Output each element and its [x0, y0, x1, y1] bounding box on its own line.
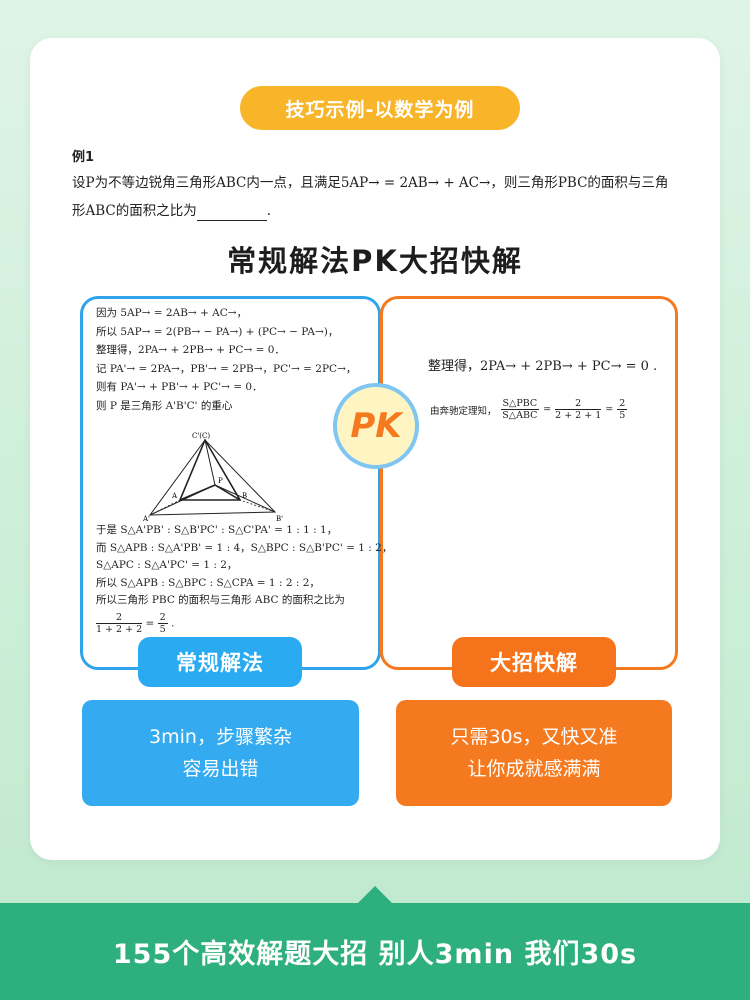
label-c: C'(C) [192, 432, 210, 440]
label-a: A [171, 492, 178, 500]
regular-step: 整理得，2PA→ + 2PB→ + PC→ = 0． [96, 344, 285, 356]
answer-blank [196, 206, 267, 221]
regular-solution-tag: 常规解法 [138, 637, 302, 687]
segment [149, 499, 181, 516]
example-line-2: 形ABC的面积之比为. [72, 201, 712, 221]
equals: = [145, 617, 155, 629]
example-problem: 例1 设P为不等边锐角三角形ABC内一点，且满足5AP→ = 2AB→ + AC… [72, 146, 712, 221]
regular-step: 记 PA'→ = 2PA→，PB'→ = 2PB→，PC'→ = 2PC→， [96, 362, 357, 375]
topic-pill: 技巧示例-以数学为例 [240, 86, 520, 130]
segment [214, 484, 241, 501]
regular-step: 所以三角形 PBC 的面积与三角形 ABC 的面积之比为 [96, 594, 345, 606]
label-p: P [218, 477, 223, 485]
regular-step: 则 P 是三角形 A'B'C' 的重心 [96, 399, 233, 412]
summary-line: 让你成就感满满 [467, 758, 601, 780]
summary-line: 3min，步骤繁杂 [149, 726, 292, 748]
fast-solution-line: 整理得，2PA→ + 2PB→ + PC→ = 0 . [428, 359, 658, 374]
label-b-prime: B' [276, 515, 283, 522]
equals: = [543, 404, 552, 415]
segment [204, 439, 216, 486]
outer-triangle [148, 439, 277, 516]
period: . [171, 617, 175, 629]
regular-step: 于是 S△A'PB' : S△B'PC' : S△C'PA' = 1 : 1 :… [96, 524, 338, 536]
regular-solution-summary: 3min，步骤繁杂 容易出错 [82, 700, 359, 806]
regular-step: 所以 S△APB : S△BPC : S△CPA = 1 : 2 : 2， [96, 576, 320, 589]
label-a-prime: A' [142, 515, 150, 522]
summary-line: 容易出错 [182, 758, 259, 780]
segment [179, 484, 216, 501]
regular-solution-steps: 因为 5AP→ = 2AB→ + AC→， 所以 5AP→ = 2(PB→ − … [96, 304, 366, 415]
fast-solution-box [380, 296, 678, 670]
equals: = [605, 404, 614, 415]
inner-triangle [178, 438, 242, 501]
footer-banner: 155个高效解题大招 别人3min 我们30s [0, 903, 750, 1000]
regular-step: 所以 5AP→ = 2(PB→ − PA→) + (PC→ − PA→)， [96, 325, 339, 338]
fast-solution-tag: 大招快解 [452, 637, 616, 687]
pk-badge: PK [333, 383, 419, 469]
summary-line: 只需30s，又快又准 [450, 726, 618, 748]
regular-step: 而 S△APB : S△A'PB' = 1 : 4，S△BPC : S△B'PC… [96, 541, 393, 554]
headline: 常规解法PK大招快解 [227, 244, 523, 278]
label-b: B [242, 492, 247, 500]
example-line-2-end: . [266, 203, 272, 219]
example-line-2-text: 形ABC的面积之比为 [72, 203, 197, 219]
regular-step: 则有 PA'→ + PB'→ + PC'→ = 0． [96, 381, 263, 393]
ratio-prefix: 由奔驰定理知， [430, 405, 497, 417]
segment [214, 484, 276, 513]
regular-step: 因为 5AP→ = 2AB→ + AC→， [96, 307, 248, 319]
regular-step: S△APC : S△A'PC' = 1 : 2， [96, 559, 238, 571]
fast-solution-summary: 只需30s，又快又准 让你成就感满满 [396, 700, 672, 806]
triangle-figure: C'(C) A B P A' B' [142, 432, 283, 522]
example-line-1: 设P为不等边锐角三角形ABC内一点，且满足5AP→ = 2AB→ + AC→，则… [72, 175, 669, 191]
footer-notch [357, 886, 393, 904]
regular-solution-steps-2: 于是 S△A'PB' : S△B'PC' : S△C'PA' = 1 : 1 :… [96, 522, 393, 635]
example-label: 例1 [72, 150, 95, 165]
